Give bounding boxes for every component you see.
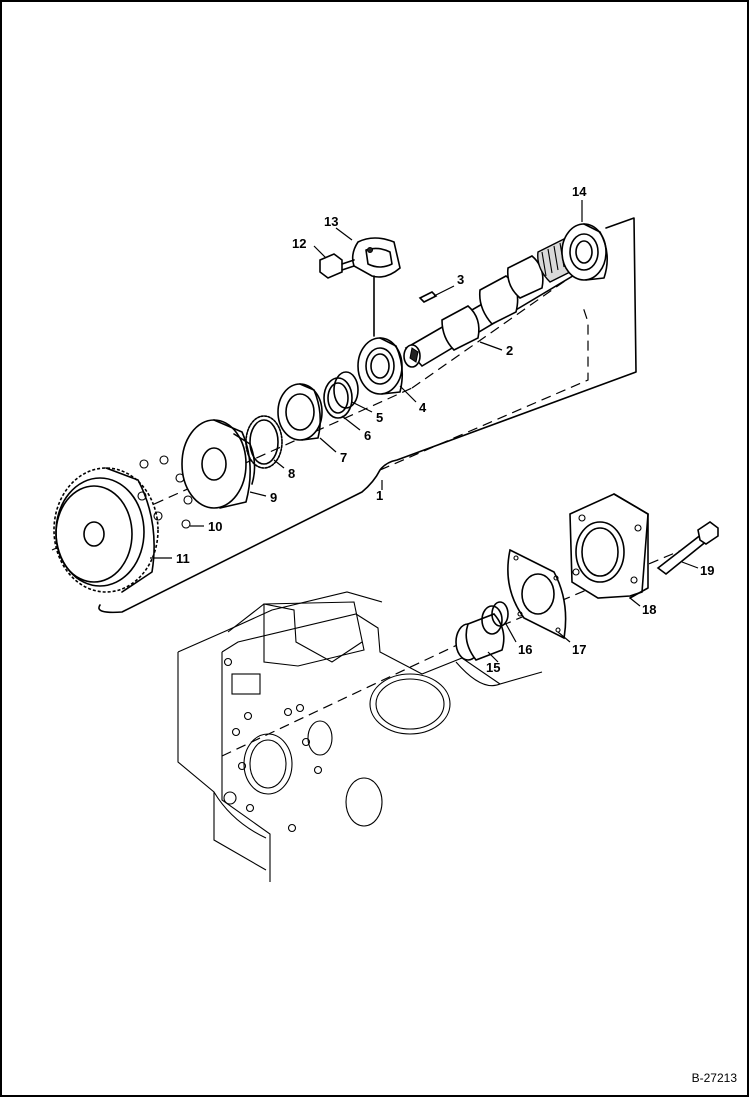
bolt-12 [319,253,355,279]
plate-7 [277,383,323,441]
callout-4: 4 [419,400,427,415]
collar-5 [333,371,359,409]
callout-3: 3 [457,272,464,287]
callout-6: 6 [364,428,371,443]
gasket-17 [507,548,567,640]
bearing-cap-13 [351,237,401,337]
callout-11: 11 [176,551,190,566]
callout-9: 9 [270,490,277,505]
engine-block [177,591,543,882]
o-ring-16 [491,601,509,627]
bolt-19 [656,521,719,576]
key-3 [418,291,438,303]
leader-lines [150,200,699,663]
callout-19: 19 [700,563,714,578]
callout-13: 13 [324,214,338,229]
hub-plate-9 [181,419,256,509]
bushing-15 [455,605,505,661]
camshaft-2 [403,235,580,368]
callout-14: 14 [572,184,587,199]
spacer-6 [323,377,353,419]
assembly-bracket-1 [98,217,637,614]
bearing-4 [357,337,404,395]
callout-5: 5 [376,410,383,425]
callout-12: 12 [292,236,306,251]
figure-id: B-27213 [691,1071,737,1085]
ring-8 [245,415,283,469]
housing-18 [569,493,649,599]
holes-10 [137,455,193,529]
gear-11 [53,467,159,593]
callout-16: 16 [518,642,532,657]
callout-8: 8 [288,466,295,481]
callout-15: 15 [486,660,500,675]
callout-2: 2 [506,343,513,358]
bearing-14 [561,223,608,281]
callout-17: 17 [572,642,586,657]
callout-10: 10 [208,519,222,534]
callout-7: 7 [340,450,347,465]
callout-18: 18 [642,602,656,617]
callout-1: 1 [376,488,383,503]
